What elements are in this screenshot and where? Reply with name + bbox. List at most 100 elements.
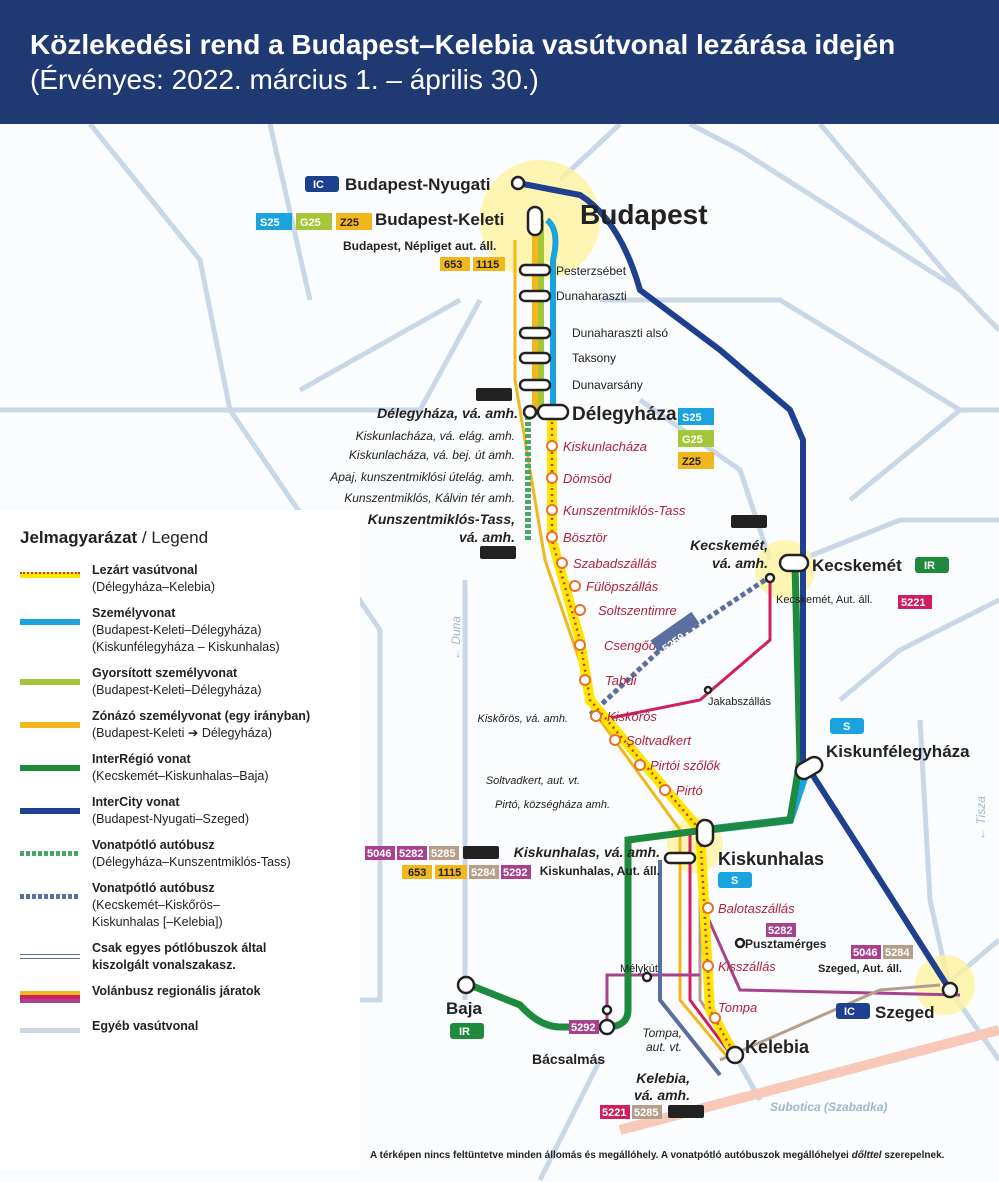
bus-icon — [476, 388, 512, 401]
legend-title-en: / Legend — [141, 528, 209, 547]
legend-title: Jelmagyarázat — [20, 528, 138, 547]
bus-5282-badge: 5282 — [768, 925, 792, 937]
s-badge: S — [731, 875, 738, 887]
interregio-line — [468, 564, 804, 1031]
s-badge: S — [843, 721, 850, 733]
closed-station: Balotaszállás — [718, 901, 795, 916]
closed-station: Szabadszállás — [573, 556, 657, 571]
station-dunaharaszti-also: Dunaharaszti alsó — [572, 326, 668, 340]
stop: Kiskunhalas, Aut. áll. — [540, 864, 660, 878]
bus-5285-badge: 5285 — [431, 848, 455, 860]
bus-icon — [731, 515, 767, 528]
stop: Kunszentmiklós-Tass, — [368, 511, 515, 527]
station-pesterzsebet: Pesterzsébet — [556, 264, 627, 278]
stop: Kiskunlacháza, vá. elág. amh. — [356, 429, 515, 443]
closed-station: Kiskunlacháza — [563, 439, 647, 454]
legend-item-g: Gyorsított személyvonat(Budapest-Keleti–… — [20, 665, 360, 699]
closed-station: Pirtó — [676, 783, 703, 798]
station-markers — [456, 175, 959, 1065]
city-kelebia: Kelebia — [745, 1037, 810, 1057]
stop: Kiskunhalas, vá. amh. — [514, 844, 660, 860]
closed-line-dots — [550, 410, 737, 1056]
stop: Tompa, — [642, 1026, 682, 1040]
map-subtitle: (Érvényes: 2022. március 1. – április 30… — [30, 64, 539, 95]
station-subotica: Subotica (Szabadka) — [770, 1100, 887, 1114]
bus-5284-badge: 5284 — [471, 867, 496, 879]
station-kecskemet-bus: Kecskemét, Aut. áll. — [776, 594, 873, 606]
closed-station: Pirtói szőlők — [650, 758, 722, 773]
station-taksony: Taksony — [572, 351, 616, 365]
stop: Apaj, kunszentmiklósi útelág. amh. — [329, 470, 515, 484]
ir-badge: IR — [459, 1026, 470, 1038]
ic-badge: IC — [844, 1006, 855, 1018]
legend: Jelmagyarázat / Legend Lezárt vasútvonal… — [0, 510, 360, 1170]
bus-5221-badge: 5221 — [602, 1107, 626, 1119]
bus-1115-badge: 1115 — [476, 259, 499, 271]
legend-item-z: Zónázó személyvonat (egy irányban)(Budap… — [20, 708, 360, 742]
bus-5046-badge: 5046 — [853, 947, 877, 959]
station-nepliget: Budapest, Népliget aut. áll. — [343, 239, 496, 253]
bus-5292-badge: 5292 — [503, 867, 527, 879]
z25-badge: Z25 — [682, 456, 701, 468]
stop: aut. vt. — [646, 1040, 682, 1054]
bus-5292-badge: 5292 — [571, 1022, 595, 1034]
legend-item-ic: InterCity vonat(Budapest-Nyugati–Szeged) — [20, 794, 360, 828]
bus-icon — [463, 846, 499, 859]
closed-station: Soltszentimre — [598, 603, 677, 618]
s25-badge: S25 — [260, 217, 280, 229]
legend-item-bus-blue: Vonatpótló autóbusz(Kecskemét–Kiskőrös–K… — [20, 880, 360, 931]
stop: vá. amh. — [634, 1087, 690, 1103]
bus-icon — [668, 1105, 704, 1118]
station-dunavarsany: Dunavarsány — [572, 378, 643, 392]
stop-kecskemet-amh: Kecskemét,vá. amh. — [690, 537, 768, 571]
bus-5282-badge: 5282 — [399, 848, 423, 860]
intercity-line — [517, 180, 953, 992]
closed-station: Bösztör — [563, 530, 608, 545]
closed-station: Kiskőrös — [607, 709, 657, 724]
city-budapest: Budapest — [580, 199, 708, 230]
bus-icon — [480, 546, 516, 559]
closed-station: Kunszentmiklós-Tass — [563, 503, 686, 518]
city-kecskemet: Kecskemét — [812, 556, 902, 575]
closed-station: Soltvadkert — [626, 733, 692, 748]
bus-1115-badge: 1115 — [438, 867, 461, 879]
stop: Kiskőrös, vá. amh. — [478, 713, 568, 725]
station-jakabszallas: Jakabszállás — [708, 696, 771, 708]
closed-station: Dömsöd — [563, 471, 612, 486]
stop: vá. amh. — [459, 529, 515, 545]
station-szeged-bus: Szeged, Aut. áll. — [818, 963, 902, 975]
station-pusztamerges: Pusztamérges — [745, 937, 827, 951]
bus-653-badge: 653 — [444, 259, 462, 271]
city-bacsalmas: Bácsalmás — [532, 1051, 605, 1067]
g25-badge: G25 — [300, 217, 321, 229]
legend-item-bus-green: Vonatpótló autóbusz(Délegyháza–Kunszentm… — [20, 837, 360, 871]
city-delegyhaza: Délegyháza — [572, 404, 677, 425]
bus-653-badge: 653 — [408, 867, 426, 879]
header: Közlekedési rend a Budapest–Kelebia vasú… — [0, 0, 999, 124]
bus-5221-badge: 5221 — [901, 597, 925, 609]
bus-5046-badge: 5046 — [367, 848, 391, 860]
station-keleti: Budapest-Keleti — [375, 210, 504, 229]
ic-badge: IC — [313, 179, 324, 191]
bus-icons — [463, 388, 767, 1118]
closed-station: Tabdi — [605, 673, 637, 688]
legend-item-other-rail: Egyéb vasútvonal — [20, 1018, 360, 1044]
legend-item-s: Személyvonat(Budapest-Keleti–Délegyháza)… — [20, 605, 360, 656]
city-kiskunhalas: Kiskunhalas — [718, 849, 824, 869]
river-tisza: ← Tisza — [974, 796, 988, 840]
legend-item-ir: InterRégió vonat(Kecskemét–Kiskunhalas–B… — [20, 751, 360, 785]
closed-station: Kisszállás — [718, 959, 776, 974]
station-melykut: Mélykút — [620, 963, 658, 975]
river-duna: ← Duna — [449, 616, 463, 660]
stop: Soltvadkert, aut. vt. — [486, 775, 580, 787]
closed-station: Tompa — [718, 1000, 757, 1015]
stop: Kelebia, — [636, 1070, 690, 1086]
closed-station: Csengőd — [604, 638, 657, 653]
stop-delegyhaza-amh: Délegyháza, vá. amh. — [377, 405, 518, 421]
stop: Kunszentmiklós, Kálvin tér amh. — [344, 491, 515, 505]
bus-5284-badge: 5284 — [885, 947, 910, 959]
city-szeged: Szeged — [875, 1003, 935, 1022]
ir-badge: IR — [924, 560, 935, 572]
stop: Kiskunlacháza, vá. bej. út amh. — [349, 448, 515, 462]
